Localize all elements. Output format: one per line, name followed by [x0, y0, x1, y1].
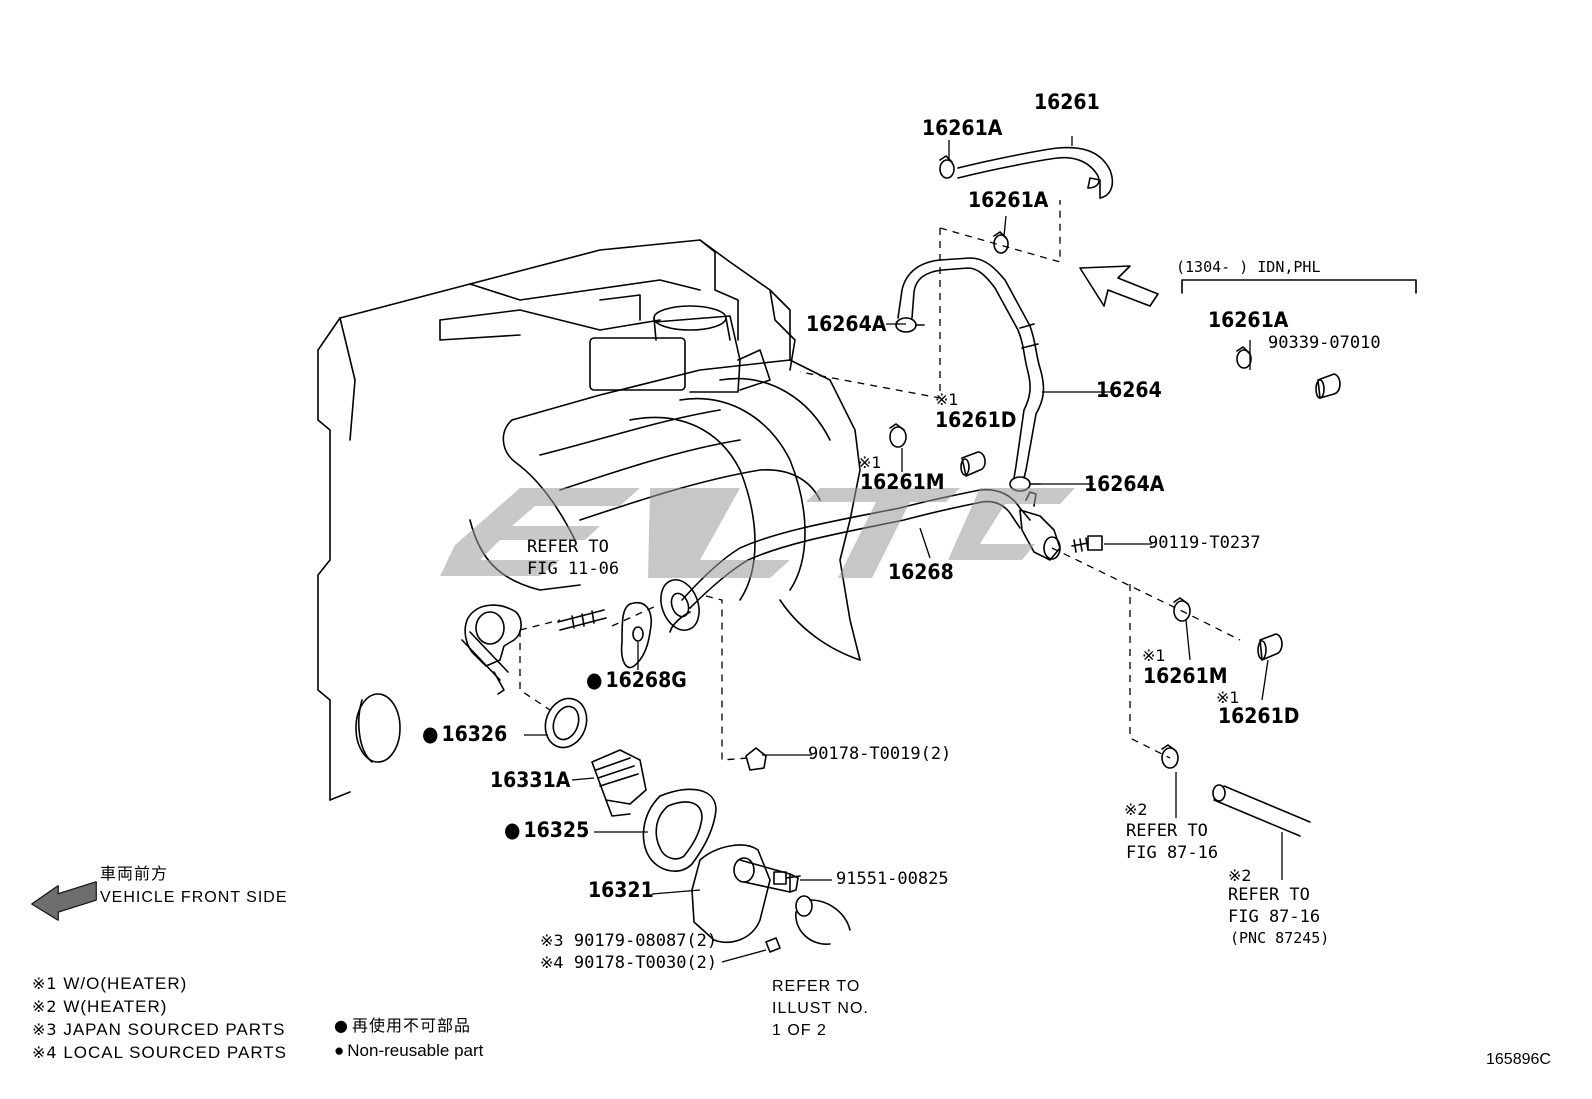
variant-label: (1304- ) IDN,PHL: [1176, 258, 1321, 276]
legend-text-3: JAPAN SOURCED PARTS: [63, 1020, 286, 1039]
vehicle-front-jp: 車両前方: [100, 864, 169, 883]
row-90178b: ※4 90178-T0030(2): [540, 953, 717, 974]
legend-text-2: W(HEATER): [63, 997, 168, 1016]
label-16261M-1[interactable]: 16261M: [860, 470, 945, 494]
vehicle-front-arrow: [32, 882, 96, 920]
hose-16264: [895, 257, 1045, 492]
label-16321[interactable]: 16321: [588, 878, 654, 902]
stud-and-gasket: [557, 601, 652, 669]
label-90339[interactable]: 90339-07010: [1268, 333, 1381, 353]
legend-text-1: W/O(HEATER): [63, 974, 188, 993]
mark-k4: ※4: [540, 953, 564, 972]
legend-text-4: LOCAL SOURCED PARTS: [63, 1043, 288, 1062]
pnc-note: (PNC 87245): [1230, 929, 1330, 947]
legend-mark-2: ※2: [32, 997, 58, 1016]
nonreusable-jp: 再使用不可部品: [334, 1018, 471, 1034]
legend-mark-1: ※1: [32, 974, 58, 993]
heater-hose: [1213, 785, 1311, 837]
bolt-90119: [1071, 535, 1103, 553]
legend-row-1: ※1 W/O(HEATER): [32, 975, 187, 992]
label-16261[interactable]: 16261: [1034, 90, 1100, 114]
mark-k2a: ※2: [1124, 800, 1148, 819]
legend-mark-3: ※3: [32, 1020, 58, 1039]
mark-k1c: ※1: [1142, 646, 1166, 665]
label-16261M-2[interactable]: 16261M: [1143, 664, 1228, 688]
label-16264A-2[interactable]: 16264A: [1084, 472, 1165, 496]
label-91551[interactable]: 91551-00825: [836, 869, 949, 889]
label-16261A-2[interactable]: 16261A: [968, 188, 1049, 212]
legend-mark-4: ※4: [32, 1043, 58, 1062]
ref-illust[interactable]: REFER TO ILLUST NO. 1 OF 2: [772, 978, 869, 1039]
nonreusable-en: Non-reusable part: [334, 1042, 483, 1059]
mark-k1d: ※1: [1216, 688, 1240, 707]
mark-k1a: ※1: [935, 390, 959, 409]
diagram-code: 165896C: [1486, 1051, 1551, 1068]
hose-16261: [939, 146, 1114, 199]
label-90179[interactable]: 90179-08087(2): [573, 931, 718, 951]
row-90179: ※3 90179-08087(2): [540, 931, 717, 952]
intake-manifold: [469, 305, 861, 661]
vehicle-front-en: VEHICLE FRONT SIDE: [100, 889, 288, 906]
label-16264A-1[interactable]: 16264A: [806, 312, 887, 336]
dashed-leaders: [519, 200, 1241, 761]
label-16326[interactable]: 16326: [422, 724, 508, 745]
legend-row-3: ※3 JAPAN SOURCED PARTS: [32, 1021, 285, 1038]
variant-bracket: [1181, 279, 1417, 294]
label-16325[interactable]: 16325: [504, 820, 590, 841]
water-inlet: [461, 604, 851, 953]
watermark: [440, 488, 1075, 578]
label-16261D-2[interactable]: 16261D: [1218, 704, 1300, 728]
ref-fig-11-06[interactable]: REFER TO FIG 11-06: [527, 537, 620, 579]
label-16268[interactable]: 16268: [888, 560, 954, 584]
plugs: [960, 373, 1341, 661]
label-16261A-1[interactable]: 16261A: [922, 116, 1003, 140]
label-16331A[interactable]: 16331A: [490, 768, 571, 792]
legend-row-2: ※2 W(HEATER): [32, 998, 167, 1015]
label-16268G[interactable]: 16268G: [586, 670, 687, 691]
view-arrow: [1079, 265, 1159, 307]
engine-block: [317, 239, 796, 801]
mark-k2b: ※2: [1228, 866, 1252, 885]
label-16261A-variant[interactable]: 16261A: [1208, 308, 1289, 332]
ref-fig-87-16-a[interactable]: REFER TO FIG 87-16: [1126, 821, 1219, 863]
mark-k3: ※3: [540, 931, 564, 950]
label-16261D-1[interactable]: 16261D: [935, 408, 1017, 432]
label-90178-T0030[interactable]: 90178-T0030(2): [573, 953, 718, 973]
legend-row-4: ※4 LOCAL SOURCED PARTS: [32, 1044, 287, 1061]
label-16264[interactable]: 16264: [1096, 378, 1162, 402]
mark-k1b: ※1: [858, 453, 882, 472]
leader-lines: [524, 136, 1283, 963]
label-90178-T0019[interactable]: 90178-T0019(2): [808, 744, 952, 764]
label-90119[interactable]: 90119-T0237: [1148, 533, 1261, 553]
ref-fig-87-16-b[interactable]: REFER TO FIG 87-16: [1228, 885, 1321, 927]
